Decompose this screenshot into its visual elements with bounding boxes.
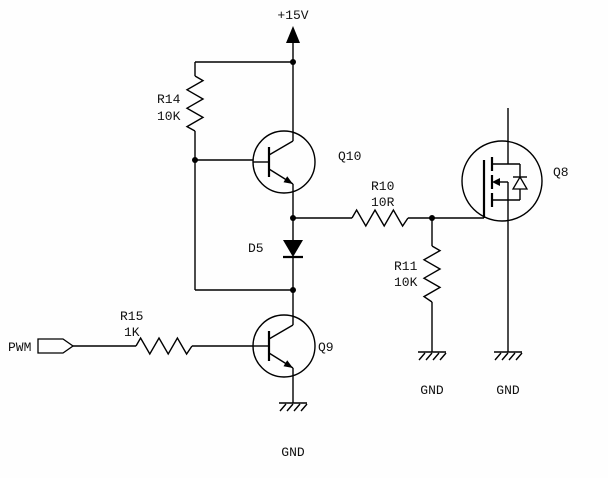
ground-hatch [300,403,308,412]
ground-hatch [293,403,301,412]
ground-hatch [494,352,502,361]
ground-hatch [432,352,440,361]
resistor-r15: R15 1K [120,309,253,356]
transistor-collector-lead [268,140,294,156]
ground-hatch [286,403,294,412]
diode-triangle [283,240,303,257]
r15-ref-label: R15 [120,309,143,324]
ground-hatch [279,403,287,412]
ground-symbol-q8: GND [494,351,523,398]
mosfet-body [461,140,543,222]
q8-ref-label: Q8 [553,165,569,180]
ground-hatch [515,352,523,361]
resistor-zigzag [185,75,205,132]
q10-ref-label: Q10 [338,149,361,164]
resistor-r11: R11 10K [394,218,442,352]
ground-symbol-r11: GND [418,351,447,398]
gnd-label: GND [281,445,305,460]
resistor-zigzag [351,208,409,228]
pwm-input-port: PWM [8,338,136,355]
r11-ref-label: R11 [394,259,418,274]
ground-hatch [418,352,426,361]
emitter-arrow-icon [283,360,293,368]
junction-dot [290,287,296,293]
r15-value-label: 1K [124,325,140,340]
resistor-zigzag [422,245,442,303]
ground-symbol-q9: GND [279,402,308,460]
ground-hatch [508,352,516,361]
mosfet-body-arrow-icon [492,178,500,186]
emitter-arrow-icon [283,176,293,184]
q9-ref-label: Q9 [318,340,334,355]
power-arrow-icon [286,26,300,43]
gnd-label: GND [496,383,520,398]
mosfet-q8: Q8 [461,108,569,352]
ground-hatch [439,352,447,361]
d5-ref-label: D5 [248,241,264,256]
r10-value-label: 10R [371,195,395,210]
ground-hatch [501,352,509,361]
pwm-port-label: PWM [8,340,31,355]
r14-ref-label: R14 [157,92,181,107]
power-rail-label: +15V [277,8,308,23]
r10-ref-label: R10 [371,179,394,194]
transistor-collector-lead [268,324,294,340]
resistor-zigzag [135,336,193,356]
transistor-q9: Q9 [252,314,334,403]
gnd-label: GND [420,383,444,398]
r11-value-label: 10K [394,275,418,290]
resistor-r14: R14 10K [157,62,293,291]
port-connector-icon [37,338,75,354]
diode-d5: D5 [248,218,303,325]
resistor-r10: R10 10R [290,179,484,228]
ground-hatch [425,352,433,361]
junction-dot [290,59,296,65]
r14-value-label: 10K [157,109,181,124]
transistor-q10: Q10 [252,130,361,218]
power-rail-15v: +15V [195,8,309,141]
body-diode-triangle [511,175,529,190]
